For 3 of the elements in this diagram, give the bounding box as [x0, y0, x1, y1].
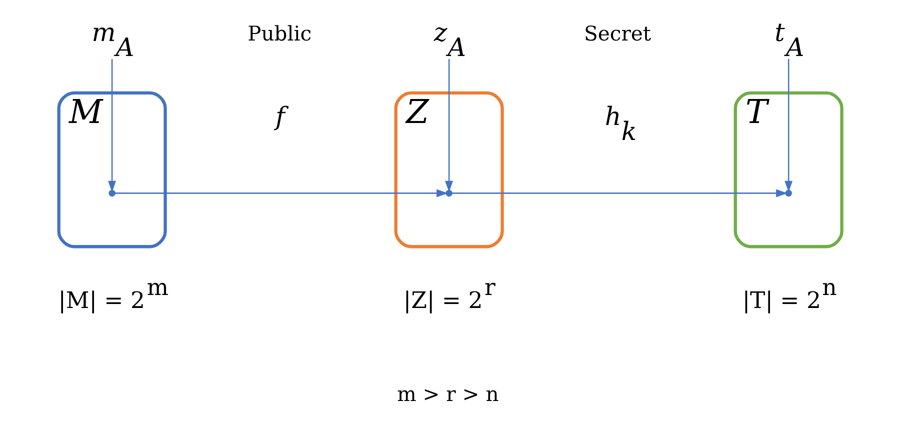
label: m > r > n: [396, 382, 498, 406]
label: Secret: [583, 22, 651, 46]
label: Public: [247, 22, 312, 46]
